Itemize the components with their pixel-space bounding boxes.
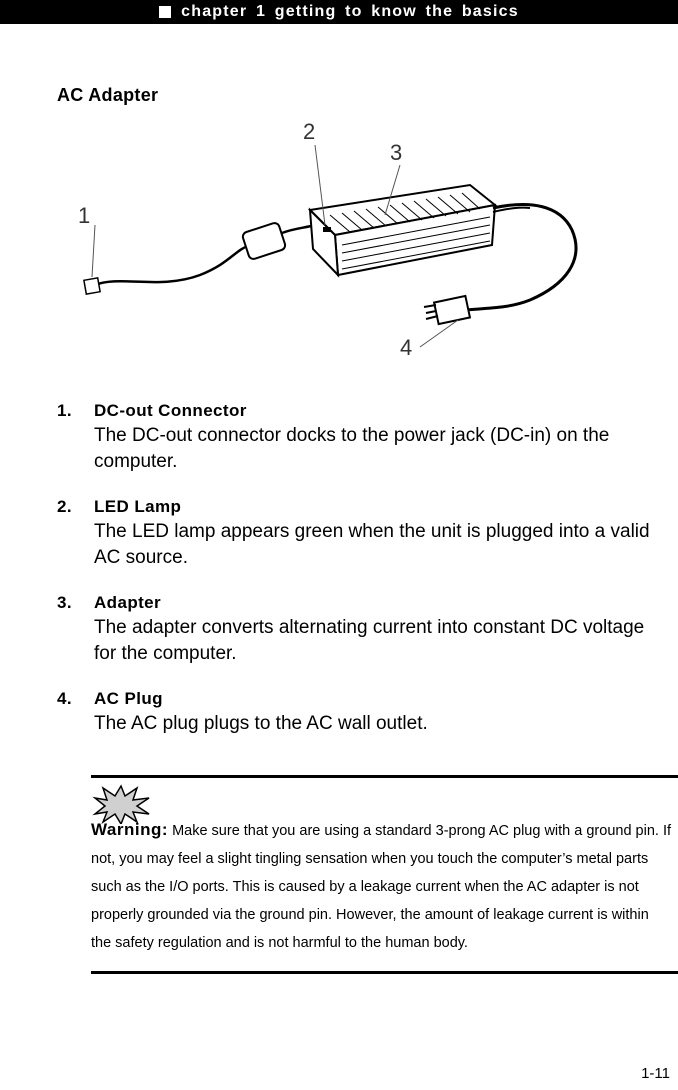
item-number: 3. bbox=[57, 593, 72, 612]
item-number: 2. bbox=[57, 497, 72, 516]
warning-box: Warning: Make sure that you are using a … bbox=[91, 775, 678, 974]
ferrite-bead-icon bbox=[241, 222, 287, 260]
item-description: The DC-out connector docks to the power … bbox=[94, 425, 610, 472]
list-item: 4. AC Plug The AC plug plugs to the AC w… bbox=[57, 687, 667, 737]
list-item: 3. Adapter The adapter converts alternat… bbox=[57, 591, 667, 667]
callout-4: 4 bbox=[400, 335, 412, 360]
item-title: Adapter bbox=[94, 593, 162, 612]
warning-text: Make sure that you are using a standard … bbox=[91, 823, 672, 951]
item-number: 4. bbox=[57, 689, 72, 708]
list-item: 1. DC-out Connector The DC-out connector… bbox=[57, 399, 667, 475]
chapter-title: chapter 1 getting to know the basics bbox=[181, 3, 519, 20]
item-title: AC Plug bbox=[94, 689, 163, 708]
callout-1: 1 bbox=[78, 203, 90, 228]
header-square-icon bbox=[159, 6, 172, 18]
adapter-body-icon bbox=[307, 183, 498, 278]
led-lamp-icon bbox=[323, 227, 331, 232]
item-number: 1. bbox=[57, 401, 72, 420]
item-title: LED Lamp bbox=[94, 497, 182, 516]
callout-3: 3 bbox=[390, 140, 402, 165]
section-title: AC Adapter bbox=[57, 85, 159, 105]
ac-adapter-illustration: 1 2 3 4 bbox=[78, 119, 578, 360]
item-description: The adapter converts alternating current… bbox=[94, 617, 645, 664]
warning-label: Warning: bbox=[91, 820, 169, 839]
item-description: The LED lamp appears green when the unit… bbox=[94, 521, 650, 568]
warning-burst-icon bbox=[92, 784, 150, 824]
component-list: 1. DC-out Connector The DC-out connector… bbox=[57, 399, 667, 757]
callout-2: 2 bbox=[303, 119, 315, 144]
list-item: 2. LED Lamp The LED lamp appears green w… bbox=[57, 495, 667, 571]
item-description: The AC plug plugs to the AC wall outlet. bbox=[94, 713, 428, 734]
ac-adapter-figure: 1 2 3 4 bbox=[60, 115, 620, 370]
dc-connector-icon bbox=[83, 277, 101, 295]
chapter-header-bar: chapter 1 getting to know the basics bbox=[0, 0, 678, 24]
page-number: 1-11 bbox=[641, 1065, 670, 1082]
ac-plug-icon bbox=[423, 294, 472, 326]
item-title: DC-out Connector bbox=[94, 401, 247, 420]
